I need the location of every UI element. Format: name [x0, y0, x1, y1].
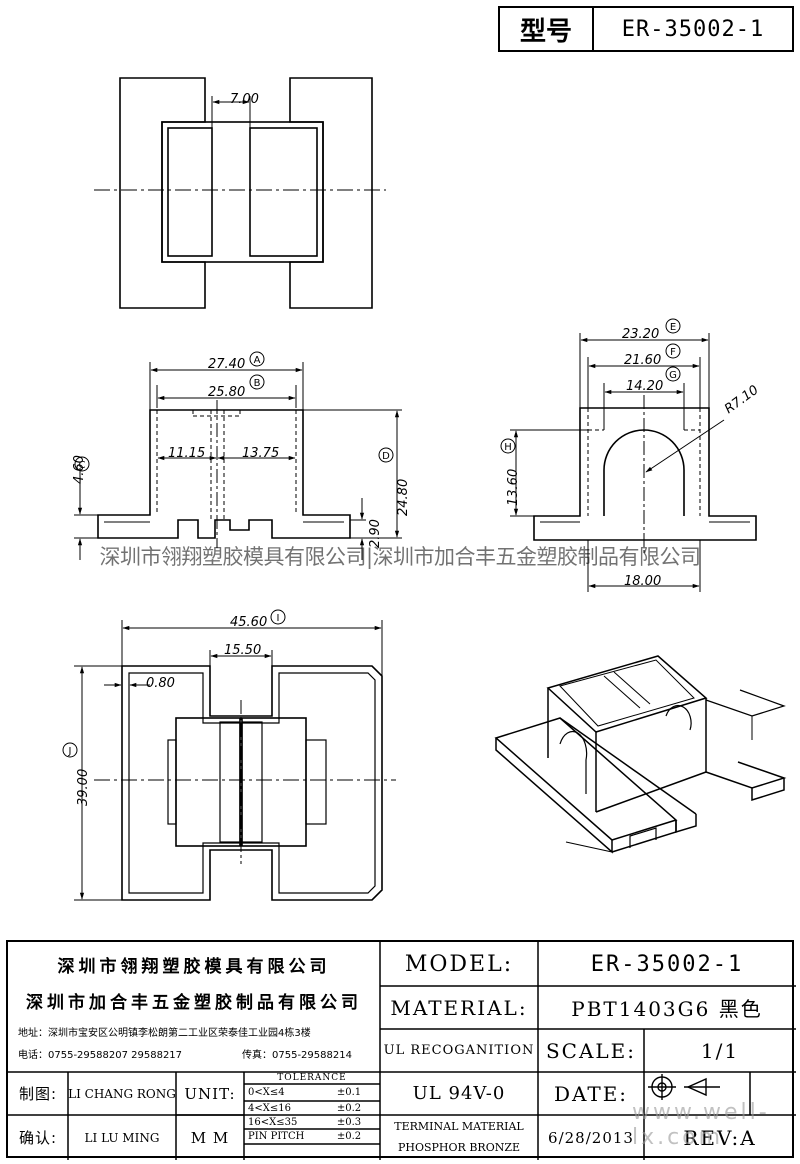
dim-25-80: 25.80: [208, 385, 246, 400]
date-value: 6/28/2013: [548, 1128, 634, 1147]
marker-J-text: J: [68, 746, 72, 757]
dim-39-00: 39.00: [76, 768, 91, 806]
scale-label: SCALE:: [545, 1038, 637, 1063]
unit-value: M M: [190, 1128, 230, 1147]
tol-val-1: ±0.1: [336, 1087, 362, 1098]
title-block: 深圳市翎翔塑胶模具有限公司 深圳市加合丰五金塑胶制品有限公司 地址：深圳市宝安区…: [6, 940, 796, 1160]
model-label: MODEL:: [404, 951, 514, 977]
marker-G-text: G: [669, 370, 677, 381]
marker-A-text: A: [254, 355, 261, 366]
dim-23-20: 23.20: [622, 327, 660, 342]
dim-14-20: 14.20: [626, 379, 664, 394]
company-name-2: 深圳市加合丰五金塑胶制品有限公司: [26, 992, 362, 1013]
dim-15-50: 15.50: [224, 643, 262, 658]
ul-value: UL 94V-0: [412, 1083, 506, 1104]
top-view: [94, 77, 386, 309]
tol-val-3: ±0.3: [336, 1116, 362, 1128]
marker-B-text: B: [254, 378, 261, 389]
scale-value: 1/1: [700, 1038, 740, 1063]
terminal-material-value: PHOSPHOR BRONZE: [397, 1140, 521, 1154]
drawing-header: 型号 ER-35002-1: [498, 6, 794, 52]
tol-range-2: 4<X≤16: [248, 1102, 291, 1114]
tol-range-1: 0<X≤4: [248, 1087, 285, 1098]
header-label: 型号: [500, 8, 594, 50]
date-label: DATE:: [553, 1081, 629, 1106]
check-label: 确认:: [18, 1129, 58, 1147]
dim-27-40: 27.40: [208, 357, 246, 372]
dim-7-00: 7.00: [230, 92, 259, 107]
tolerance-title: TOLERANCE: [277, 1073, 347, 1083]
technical-drawing: [74, 77, 787, 901]
company-address: 地址：深圳市宝安区公明镇李松朗第二工业区荣泰佳工业园4栋3楼: [18, 1027, 311, 1039]
dim-45-60: 45.60: [230, 615, 268, 630]
front-view: [97, 400, 351, 548]
dim-11-15: 11.15: [168, 446, 206, 461]
material-value: PBT1403G6 黑色: [571, 997, 763, 1021]
dim-24-80: 24.80: [396, 478, 411, 516]
dim-13-75: 13.75: [242, 446, 280, 461]
company-phone: 电话：0755-29588207 29588217: [18, 1049, 183, 1061]
isometric-view: [494, 655, 787, 854]
projection-symbol-icon: [644, 1072, 750, 1115]
material-label: MATERIAL:: [390, 995, 528, 1020]
tol-range-4: PIN PITCH: [248, 1131, 305, 1142]
draw-label: 制图:: [18, 1085, 58, 1103]
title-block-grid: [8, 942, 796, 1160]
header-value: ER-35002-1: [621, 16, 765, 42]
revision: REV:A: [683, 1125, 757, 1150]
draw-name: LI CHANG RONG: [68, 1086, 176, 1101]
dim-0-80: 0.80: [146, 676, 175, 691]
company-fax: 传真：0755-29588214: [242, 1049, 352, 1061]
tol-range-3: 16<X≤35: [248, 1116, 298, 1128]
marker-C-text: C: [79, 460, 86, 471]
watermark-site: www.well-lx.com: [632, 1100, 770, 1150]
unit-label: UNIT:: [184, 1084, 236, 1103]
side-view: [533, 395, 757, 555]
marker-I-text: I: [277, 613, 280, 624]
marker-F-text: F: [670, 347, 676, 358]
model-value: ER-35002-1: [590, 951, 744, 977]
marker-E-text: E: [670, 322, 676, 333]
bottom-view: [94, 665, 396, 901]
ul-label: UL RECOGANITION: [383, 1043, 535, 1058]
terminal-material-label: TERMINAL MATERIAL: [394, 1119, 524, 1133]
tol-val-2: ±0.2: [336, 1102, 362, 1114]
marker-H-text: H: [504, 442, 512, 453]
tol-val-4: ±0.2: [336, 1131, 362, 1142]
check-name: LI LU MING: [84, 1130, 160, 1145]
watermark-text: 深圳市翎翔塑胶模具有限公司|深圳市加合丰五金塑胶制品有限公司: [99, 545, 701, 569]
company-name-1: 深圳市翎翔塑胶模具有限公司: [57, 956, 331, 977]
dim-18-00: 18.00: [624, 574, 662, 589]
dim-13-60: 13.60: [506, 468, 521, 506]
dim-21-60: 21.60: [624, 353, 662, 368]
marker-D-text: D: [382, 451, 390, 462]
